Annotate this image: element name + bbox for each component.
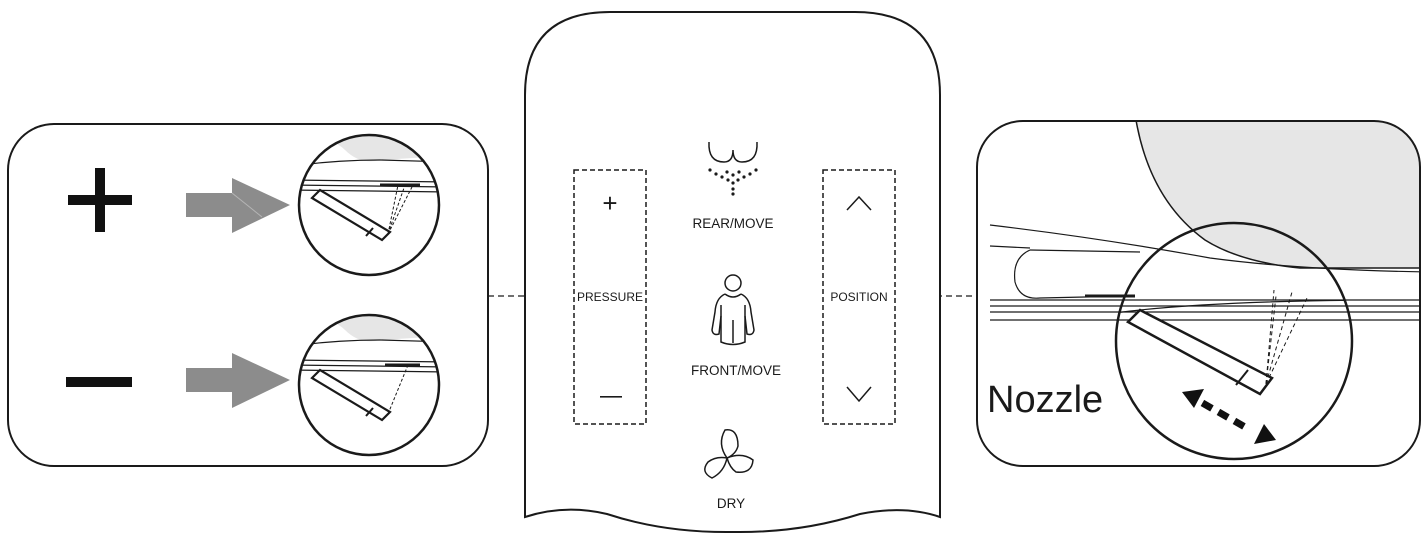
arrow-right-icon [186,353,290,408]
position-button-group [822,169,896,425]
front-wash-label: FRONT/MOVE [691,363,781,378]
position-label-bg [825,288,893,304]
rear-wash-button[interactable]: REAR/MOVE [692,141,774,231]
rear-wash-label: REAR/MOVE [692,216,773,231]
pressure-label-bg [576,288,644,304]
pressure-label: PRESSURE [577,290,643,304]
pressure-down-button[interactable] [600,396,622,398]
dry-button[interactable]: DRY [704,429,754,511]
pressure-up-button[interactable]: + [602,188,617,218]
nozzle-label: Nozzle [987,379,1103,421]
position-up-button[interactable] [846,195,872,211]
plus-symbol [68,168,132,232]
fan-icon [704,429,754,479]
remote-control: + PRESSURE POSITION REAR/MOVE [524,11,941,534]
position-label: POSITION [830,290,887,304]
nozzle-detail-circle [1114,221,1354,461]
dry-label: DRY [717,496,745,511]
front-wash-button[interactable]: FRONT/MOVE [691,274,781,378]
position-down-button[interactable] [846,386,872,403]
front-wash-icon [711,274,755,346]
pressure-button-group [573,169,647,425]
arrow-right-icon [186,178,290,233]
pressure-illustration-panel [7,123,489,467]
nozzle-weak-spray-detail [297,313,441,457]
spray-dots [708,168,758,196]
nozzle-position-panel: Nozzle [976,120,1421,467]
minus-symbol [66,377,132,387]
rear-wash-icon [708,141,758,163]
move-double-arrow-icon [1182,389,1276,444]
